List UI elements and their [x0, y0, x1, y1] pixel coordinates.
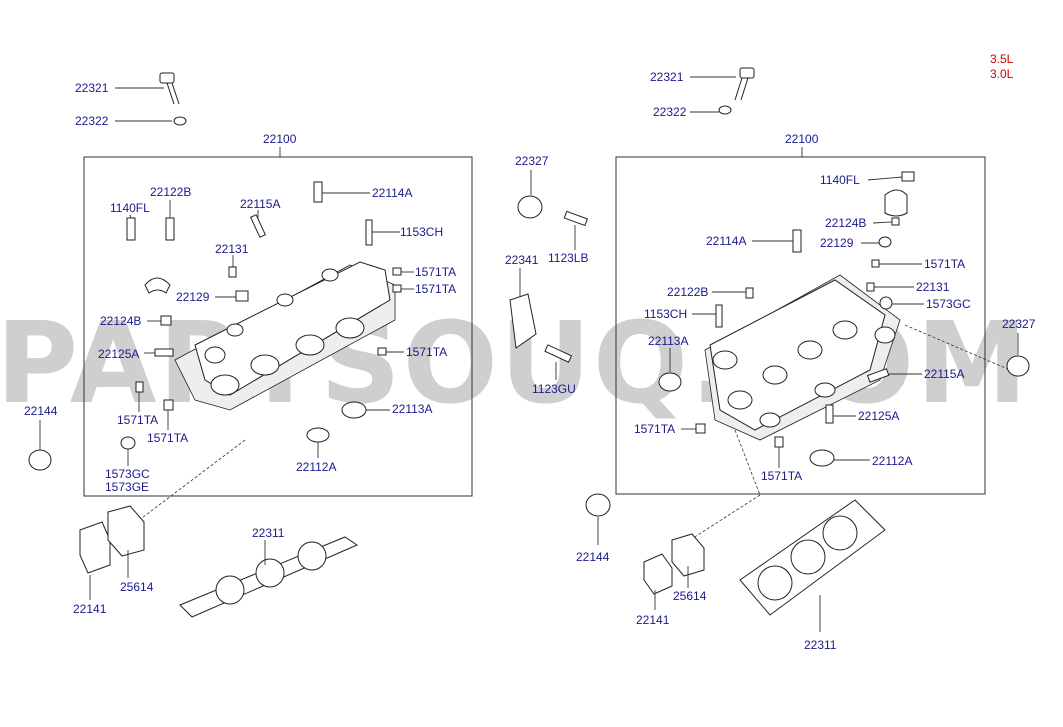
label-right-22131[interactable]: 22131 — [916, 280, 950, 294]
label-left-22115A[interactable]: 22115A — [240, 197, 280, 211]
right-cylinder-head-shape — [704, 274, 901, 441]
label-right-22115A[interactable]: 22115A — [924, 367, 964, 381]
label-right-22112A[interactable]: 22112A — [872, 454, 912, 468]
label-right-1140FL[interactable]: 1140FL — [820, 173, 860, 187]
label-middle-22144[interactable]: 22144 — [576, 550, 610, 564]
left-seal-22144-shape — [28, 449, 52, 471]
label-left-1573GC[interactable]: 1573GC — [105, 467, 150, 481]
label-left-22129[interactable]: 22129 — [176, 290, 210, 304]
label-left-25614[interactable]: 25614 — [120, 580, 154, 594]
label-right-22327[interactable]: 22327 — [1002, 317, 1036, 331]
label-right-22141[interactable]: 22141 — [636, 613, 670, 627]
middle-seal-22327-shape — [517, 195, 543, 219]
label-right-1573GC[interactable]: 1573GC — [926, 297, 971, 311]
left-group: 22321 22322 22100 — [24, 72, 473, 618]
label-middle-22327[interactable]: 22327 — [515, 154, 549, 168]
middle-bolt-1123LB-shape — [563, 210, 589, 227]
label-right-22125A[interactable]: 22125A — [858, 409, 899, 423]
left-frame — [83, 156, 473, 497]
label-left-22322[interactable]: 22322 — [75, 114, 109, 128]
label-left-22321[interactable]: 22321 — [75, 81, 109, 95]
label-left-22311[interactable]: 22311 — [252, 526, 285, 540]
label-left-1571TA-5[interactable]: 1571TA — [147, 431, 188, 445]
label-right-22113A[interactable]: 22113A — [648, 334, 688, 348]
left-cylinder-head-shape — [174, 261, 396, 411]
middle-group: 22327 1123LB 22341 1123GU 22144 — [505, 154, 611, 564]
label-middle-22341[interactable]: 22341 — [505, 253, 539, 267]
label-left-22112A[interactable]: 22112A — [296, 460, 336, 474]
label-left-1153CH[interactable]: 1153CH — [400, 225, 443, 239]
label-middle-1123LB[interactable]: 1123LB — [548, 251, 588, 265]
left-nut-22322-shape — [173, 116, 187, 126]
right-frame — [615, 156, 986, 495]
label-left-1140FL[interactable]: 1140FL — [110, 201, 150, 215]
label-right-1153CH[interactable]: 1153CH — [644, 307, 687, 321]
label-middle-1123GU[interactable]: 1123GU — [532, 382, 576, 396]
right-group: 22321 22322 22100 — [615, 67, 1036, 652]
right-small-parts — [658, 171, 915, 467]
legend-engine-a[interactable]: 3.5L — [990, 52, 1014, 66]
label-left-22114A[interactable]: 22114A — [372, 186, 412, 200]
left-gasket-25614-shape — [107, 505, 145, 557]
label-left-1571TA-1[interactable]: 1571TA — [415, 265, 456, 279]
legend-engine-b[interactable]: 3.0L — [990, 67, 1014, 81]
label-left-22144[interactable]: 22144 — [24, 404, 58, 418]
label-right-1571TA-3[interactable]: 1571TA — [761, 469, 802, 483]
middle-bracket-22341-shape — [509, 293, 537, 349]
label-left-22113A[interactable]: 22113A — [392, 402, 432, 416]
label-right-1571TA-2[interactable]: 1571TA — [634, 422, 675, 436]
left-bolt-22321-shape — [159, 72, 180, 105]
right-bolt-22321-shape — [734, 67, 755, 101]
label-right-22311[interactable]: 22311 — [804, 638, 837, 652]
right-cover-22141-shape — [643, 553, 673, 595]
label-left-1571TA-3[interactable]: 1571TA — [406, 345, 447, 359]
label-left-1573GE[interactable]: 1573GE — [105, 480, 149, 494]
label-left-22122B[interactable]: 22122B — [150, 185, 191, 199]
label-right-22124B[interactable]: 22124B — [825, 216, 866, 230]
right-gasket-25614-shape — [671, 533, 705, 577]
middle-bolt-1123GU-shape — [544, 344, 573, 363]
right-seal-22327-shape — [1006, 355, 1030, 377]
label-right-22321[interactable]: 22321 — [650, 70, 684, 84]
label-right-22114A[interactable]: 22114A — [706, 234, 746, 248]
label-left-1571TA-2[interactable]: 1571TA — [415, 282, 456, 296]
right-nut-22322-shape — [718, 105, 732, 115]
label-right-25614[interactable]: 25614 — [673, 589, 707, 603]
label-left-22100[interactable]: 22100 — [263, 132, 297, 146]
label-left-22125A[interactable]: 22125A — [98, 347, 139, 361]
label-right-1571TA-1[interactable]: 1571TA — [924, 257, 965, 271]
label-left-22124B[interactable]: 22124B — [100, 314, 141, 328]
left-small-parts — [120, 181, 402, 450]
left-cover-22141-shape — [79, 521, 111, 574]
middle-seal-22144-shape — [585, 493, 611, 517]
label-right-22100[interactable]: 22100 — [785, 132, 819, 146]
label-left-22141[interactable]: 22141 — [73, 602, 107, 616]
label-right-22129[interactable]: 22129 — [820, 236, 854, 250]
label-left-22131[interactable]: 22131 — [215, 242, 249, 256]
label-left-1571TA-4[interactable]: 1571TA — [117, 413, 158, 427]
label-right-22322[interactable]: 22322 — [653, 105, 687, 119]
label-right-22122B[interactable]: 22122B — [667, 285, 708, 299]
